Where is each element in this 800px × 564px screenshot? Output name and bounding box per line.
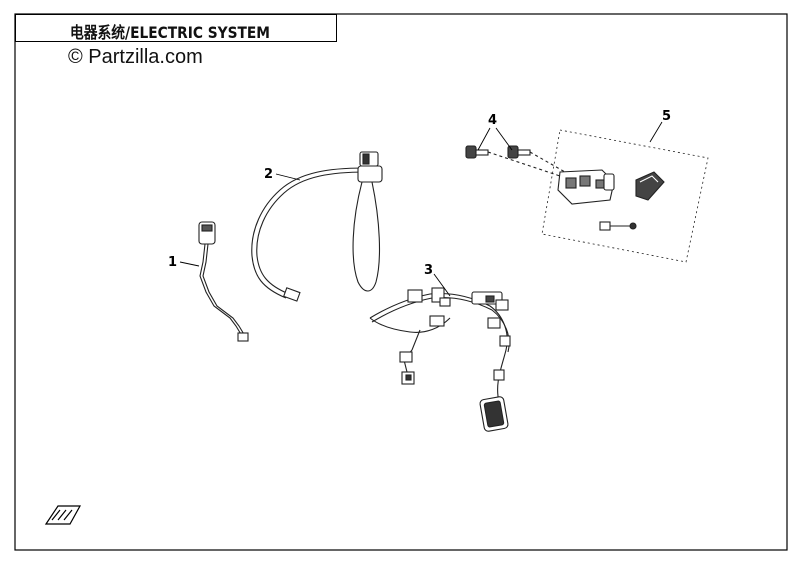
callout-5[interactable]: 5 (662, 109, 671, 124)
brand-logo-icon (44, 505, 82, 525)
part-2-harness[interactable] (251, 151, 383, 302)
part-5-kit[interactable] (541, 129, 709, 263)
part-4-screws[interactable] (465, 145, 566, 177)
page-title: 电器系统/ELECTRIC SYSTEM (70, 23, 270, 42)
page-border (14, 13, 788, 551)
callout-1[interactable]: 1 (168, 255, 177, 270)
part-3-main-harness[interactable] (369, 287, 511, 432)
callout-leaders (179, 121, 663, 297)
watermark-text: © Partzilla.com (68, 46, 203, 68)
callout-3[interactable]: 3 (424, 263, 433, 278)
callout-4[interactable]: 4 (488, 113, 497, 128)
title-box: 电器系统/ELECTRIC SYSTEM (15, 14, 337, 42)
callout-2[interactable]: 2 (264, 167, 273, 182)
part-1-harness[interactable] (198, 221, 249, 342)
